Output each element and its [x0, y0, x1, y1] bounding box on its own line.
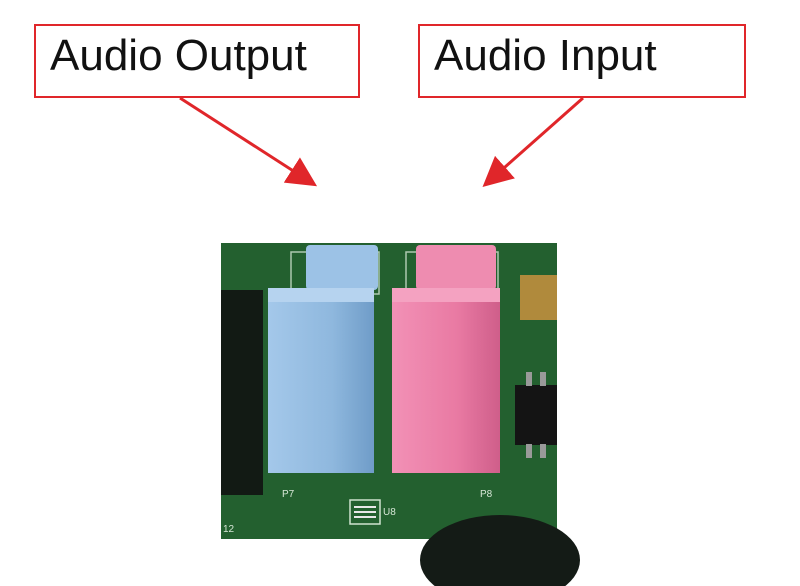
arrow-input	[482, 96, 584, 187]
audio-input-label: Audio Input	[418, 24, 746, 98]
input-jack	[392, 245, 500, 473]
pcb-photo: P7 P8 U8 12	[221, 243, 580, 586]
arrow-output	[179, 96, 318, 187]
audio-output-label: Audio Output	[34, 24, 360, 98]
silkscreen-p8: P8	[480, 489, 493, 500]
output-jack	[268, 245, 378, 473]
silkscreen-corner: 12	[223, 524, 235, 535]
silkscreen-u8: U8	[383, 507, 396, 518]
silkscreen-p7: P7	[282, 489, 295, 500]
